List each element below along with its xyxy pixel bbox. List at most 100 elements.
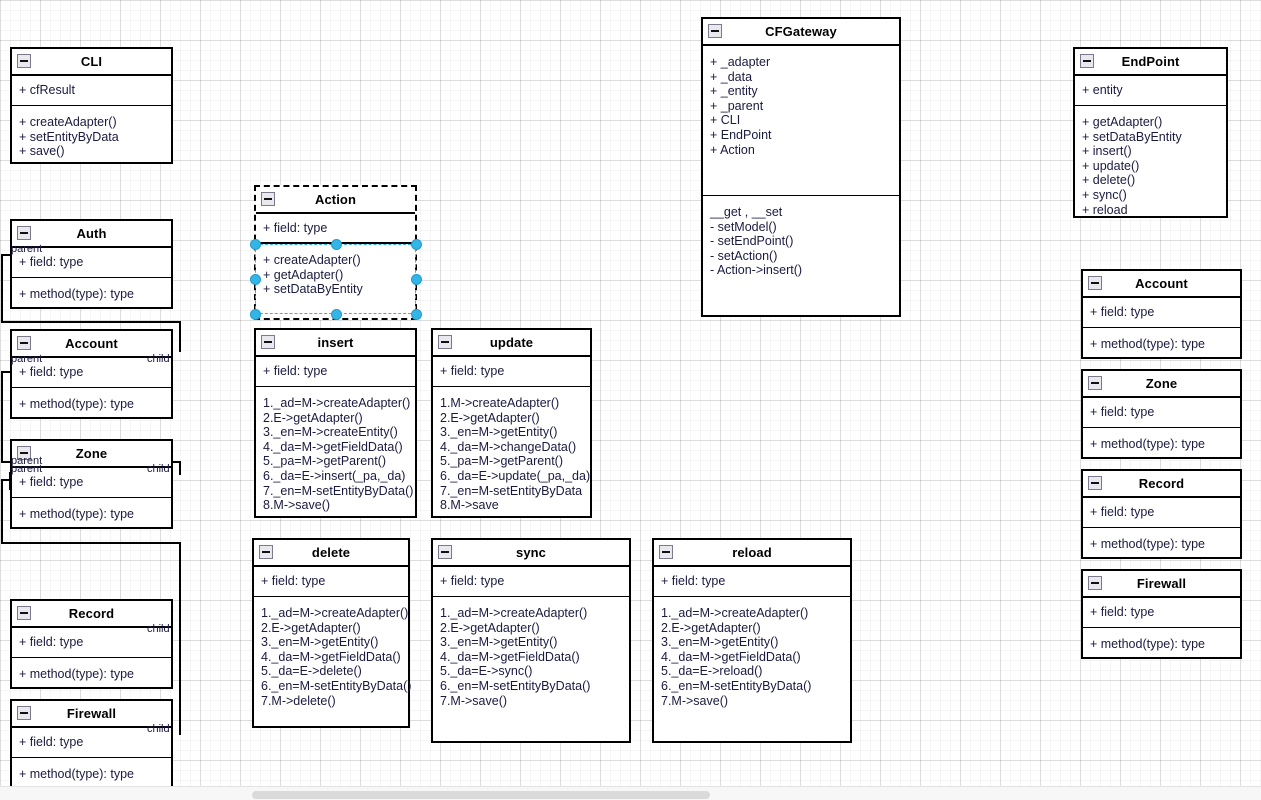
selection-handle-n[interactable] — [330, 238, 342, 250]
class-endpoint-methods: + getAdapter() + setDataByEntity + inser… — [1075, 106, 1226, 222]
class-firewall-right-header: Firewall — [1083, 571, 1240, 598]
method-row: + delete() — [1082, 173, 1136, 188]
method-row: + getAdapter() — [1082, 115, 1163, 129]
class-record-right[interactable]: Record + field: type + method(type): typ… — [1081, 469, 1242, 559]
collapse-minus-icon[interactable] — [259, 545, 273, 559]
class-cfgateway-header: CFGateway — [703, 19, 899, 46]
class-firewall-left[interactable]: Firewall + field: type + method(type): t… — [10, 699, 173, 786]
class-auth-fields: + field: type — [12, 248, 171, 278]
method-row: 7._en=M-setEntityByData — [440, 483, 583, 498]
class-cli[interactable]: CLI + cfResult + createAdapter() + setEn… — [10, 47, 173, 164]
class-account-left[interactable]: Account + field: type + method(type): ty… — [10, 329, 173, 419]
class-firewall-right[interactable]: Firewall + field: type + method(type): t… — [1081, 569, 1242, 659]
class-account-right[interactable]: Account + field: type + method(type): ty… — [1081, 269, 1242, 359]
method-row: + method(type): type — [1090, 537, 1205, 551]
method-row: 4._da=M->changeData() — [440, 439, 577, 454]
class-reload[interactable]: reload + field: type 1._ad=M->createAdap… — [652, 538, 852, 743]
class-firewall-right-title: Firewall — [1136, 576, 1187, 591]
class-zone-left[interactable]: Zone + field: type + method(type): type — [10, 439, 173, 529]
class-cfgateway[interactable]: CFGateway + _adapter + _data + _entity +… — [701, 17, 901, 317]
class-insert-title: insert — [317, 335, 354, 350]
collapse-minus-icon[interactable] — [438, 545, 452, 559]
method-row: + setDataByEntity — [263, 282, 363, 297]
collapse-minus-icon[interactable] — [1080, 54, 1094, 68]
field-row: + field: type — [19, 365, 84, 380]
class-zone-right[interactable]: Zone + field: type + method(type): type — [1081, 369, 1242, 459]
horizontal-scrollbar-thumb[interactable] — [252, 791, 710, 799]
class-auth-title: Auth — [76, 226, 107, 241]
collapse-minus-icon[interactable] — [17, 54, 31, 68]
class-insert[interactable]: insert + field: type 1._ad=M->createAdap… — [254, 328, 417, 518]
class-update-fields: + field: type — [433, 357, 590, 387]
collapse-minus-icon[interactable] — [17, 336, 31, 350]
collapse-minus-icon[interactable] — [1088, 576, 1102, 590]
class-update-header: update — [433, 330, 590, 357]
collapse-minus-icon[interactable] — [1088, 376, 1102, 390]
class-reload-header: reload — [654, 540, 850, 567]
class-record-left-header: Record — [12, 601, 171, 628]
class-record-left-title: Record — [68, 606, 115, 621]
method-row: + createAdapter() — [19, 115, 117, 129]
method-row: 3._en=M->getEntity() — [661, 635, 779, 650]
collapse-minus-icon[interactable] — [708, 24, 722, 38]
method-row: 5._pa=M->getParent() — [440, 454, 563, 469]
class-auth[interactable]: Auth + field: type + method(type): type — [10, 219, 173, 309]
method-row: 8.M->save() — [263, 498, 331, 513]
class-cfgateway-title: CFGateway — [765, 24, 837, 39]
collapse-minus-icon[interactable] — [17, 226, 31, 240]
class-endpoint[interactable]: EndPoint + entity + getAdapter() + setDa… — [1073, 47, 1228, 218]
selection-handle-sw[interactable] — [249, 308, 261, 320]
class-account-right-header: Account — [1083, 271, 1240, 298]
field-row: + field: type — [1090, 405, 1155, 420]
class-insert-header: insert — [256, 330, 415, 357]
selection-handle-e[interactable] — [410, 273, 422, 285]
collapse-minus-icon[interactable] — [261, 192, 275, 206]
class-update-methods: 1.M->createAdapter() 2.E->getAdapter() 3… — [433, 387, 590, 518]
collapse-minus-icon[interactable] — [438, 335, 452, 349]
method-row: + getAdapter() — [263, 267, 344, 282]
class-record-left[interactable]: Record + field: type + method(type): typ… — [10, 599, 173, 689]
collapse-minus-icon[interactable] — [17, 706, 31, 720]
class-firewall-right-fields: + field: type — [1083, 598, 1240, 628]
class-sync-fields: + field: type — [433, 567, 629, 597]
class-delete-methods: 1._ad=M->createAdapter() 2.E->getAdapter… — [254, 597, 411, 713]
selection-handle-nw[interactable] — [249, 238, 261, 250]
class-account-left-methods: + method(type): type — [12, 388, 171, 417]
class-action-title: Action — [314, 192, 357, 207]
class-zone-left-fields: + field: type — [12, 468, 171, 498]
horizontal-scrollbar-track[interactable] — [0, 786, 1261, 800]
collapse-minus-icon[interactable] — [17, 446, 31, 460]
class-record-right-title: Record — [1138, 476, 1185, 491]
class-record-right-fields: + field: type — [1083, 498, 1240, 528]
field-row: + cfResult — [19, 83, 75, 98]
selection-handle-s[interactable] — [330, 308, 342, 320]
class-endpoint-fields: + entity — [1075, 76, 1226, 106]
edge-label-zone-parent-b: parent — [11, 463, 43, 475]
collapse-minus-icon[interactable] — [261, 335, 275, 349]
method-row: + sync() — [1082, 187, 1127, 202]
field-row: + field: type — [19, 735, 84, 750]
field-row: + field: type — [661, 574, 726, 589]
method-row: 5._da=E->sync() — [440, 664, 533, 679]
class-sync[interactable]: sync + field: type 1._ad=M->createAdapte… — [431, 538, 631, 743]
collapse-minus-icon[interactable] — [17, 606, 31, 620]
field-row: + Action — [710, 142, 755, 157]
method-row: 2.E->getAdapter() — [661, 620, 761, 635]
edge-label-zone-parent-a: parent — [11, 455, 43, 467]
method-row: - Action->insert() — [710, 263, 803, 278]
selection-handle-ne[interactable] — [410, 238, 422, 250]
collapse-minus-icon[interactable] — [1088, 476, 1102, 490]
class-update[interactable]: update + field: type 1.M->createAdapter(… — [431, 328, 592, 518]
collapse-minus-icon[interactable] — [1088, 276, 1102, 290]
class-zone-left-title: Zone — [75, 446, 108, 461]
method-row: + method(type): type — [1090, 437, 1205, 451]
selection-handle-se[interactable] — [410, 308, 422, 320]
class-record-right-header: Record — [1083, 471, 1240, 498]
field-row: + _adapter — [710, 55, 771, 69]
collapse-minus-icon[interactable] — [659, 545, 673, 559]
selection-handle-w[interactable] — [249, 273, 261, 285]
method-row: 4._da=M->getFieldData() — [440, 649, 580, 664]
class-action[interactable]: Action + field: type + createAdapter() +… — [254, 185, 417, 320]
class-delete[interactable]: delete + field: type 1._ad=M->createAdap… — [252, 538, 411, 728]
